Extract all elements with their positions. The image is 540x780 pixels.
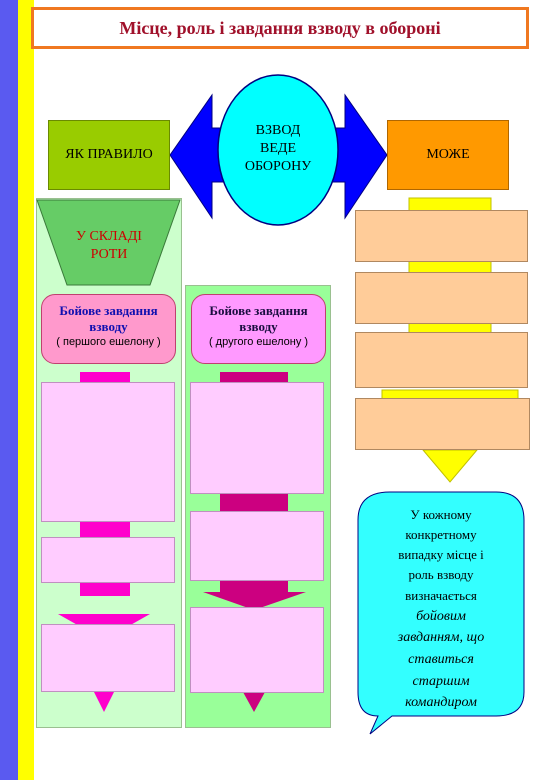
col1-connector-2	[80, 520, 130, 538]
task2-subtitle: ( другого ешелону )	[208, 335, 309, 348]
col2-connector-2	[220, 492, 288, 512]
callout-line-5: визначається	[405, 587, 477, 603]
first-echelon-task: Бойове завдання взводу ( першого ешелону…	[41, 294, 176, 364]
funnel-line-1: У СКЛАДІ	[76, 229, 142, 244]
as-a-rule-label: ЯК ПРАВИЛО	[48, 120, 170, 190]
col1-arrowhead-bottom	[93, 690, 115, 712]
callout-line-10: командиром	[405, 695, 477, 711]
col2-box-1	[190, 382, 324, 494]
task1-title-line-1: Бойове завдання	[59, 303, 158, 318]
right-box-3	[355, 332, 528, 388]
callout-line-6: бойовим	[416, 608, 466, 624]
funnel-line-2: РОТИ	[90, 247, 128, 263]
callout-line-3: випадку місце і	[398, 547, 484, 563]
callout-line-4: роль взводу	[408, 567, 474, 583]
col1-box-3	[41, 624, 175, 692]
may-text: МОЖЕ	[426, 147, 470, 162]
left-stripe-yellow	[18, 0, 34, 780]
col2-box-2	[190, 511, 324, 581]
callout-line-8: ставиться	[408, 652, 474, 668]
company-funnel	[36, 199, 181, 286]
right-box-2	[355, 272, 528, 324]
center-line-1: ВЗВОД	[255, 123, 301, 138]
col2-box-3	[190, 607, 324, 693]
center-ellipse	[217, 74, 339, 226]
callout-text: У кожному конкретному випадку місце і ро…	[362, 505, 520, 714]
center-line-3: ОБОРОНУ	[244, 159, 312, 175]
as-a-rule-text: ЯК ПРАВИЛО	[65, 147, 153, 162]
task1-subtitle: ( першого ешелону )	[56, 335, 161, 348]
page-title: Місце, роль і завдання взводу в обороні	[31, 7, 529, 49]
center-ellipse-text: ВЗВОД ВЕДЕ ОБОРОНУ	[228, 122, 328, 177]
col2-arrowhead-bottom	[243, 692, 265, 712]
callout-line-7: завданням, що	[397, 630, 485, 646]
center-line-2: ВЕДЕ	[260, 141, 296, 157]
col1-connector-3	[80, 582, 130, 596]
left-stripe-blue	[0, 0, 18, 780]
page-title-text: Місце, роль і завдання взводу в обороні	[119, 17, 441, 38]
col2-connector-1	[220, 372, 288, 384]
task1-title-line-2: взводу	[89, 319, 128, 335]
col1-connector-1	[80, 372, 130, 384]
right-box-4	[355, 398, 530, 450]
right-arrowhead	[421, 449, 479, 483]
callout-line-1: У кожному	[410, 507, 472, 522]
callout-line-9: старшим	[412, 673, 470, 689]
task2-title-line-1: Бойове завдання	[209, 303, 308, 318]
right-box-1	[355, 210, 528, 262]
col2-connector-3	[220, 580, 288, 592]
col1-box-2	[41, 537, 175, 583]
callout-bubble	[357, 491, 525, 735]
col2-arrowhead-1	[203, 592, 306, 610]
task2-title-line-2: взводу	[239, 319, 278, 335]
col1-box-1	[41, 382, 175, 522]
may-label: МОЖЕ	[387, 120, 509, 190]
second-echelon-task: Бойове завдання взводу ( другого ешелону…	[191, 294, 326, 364]
funnel-text: У СКЛАДІ РОТИ	[60, 228, 158, 264]
callout-line-2: конкретному	[405, 527, 477, 543]
